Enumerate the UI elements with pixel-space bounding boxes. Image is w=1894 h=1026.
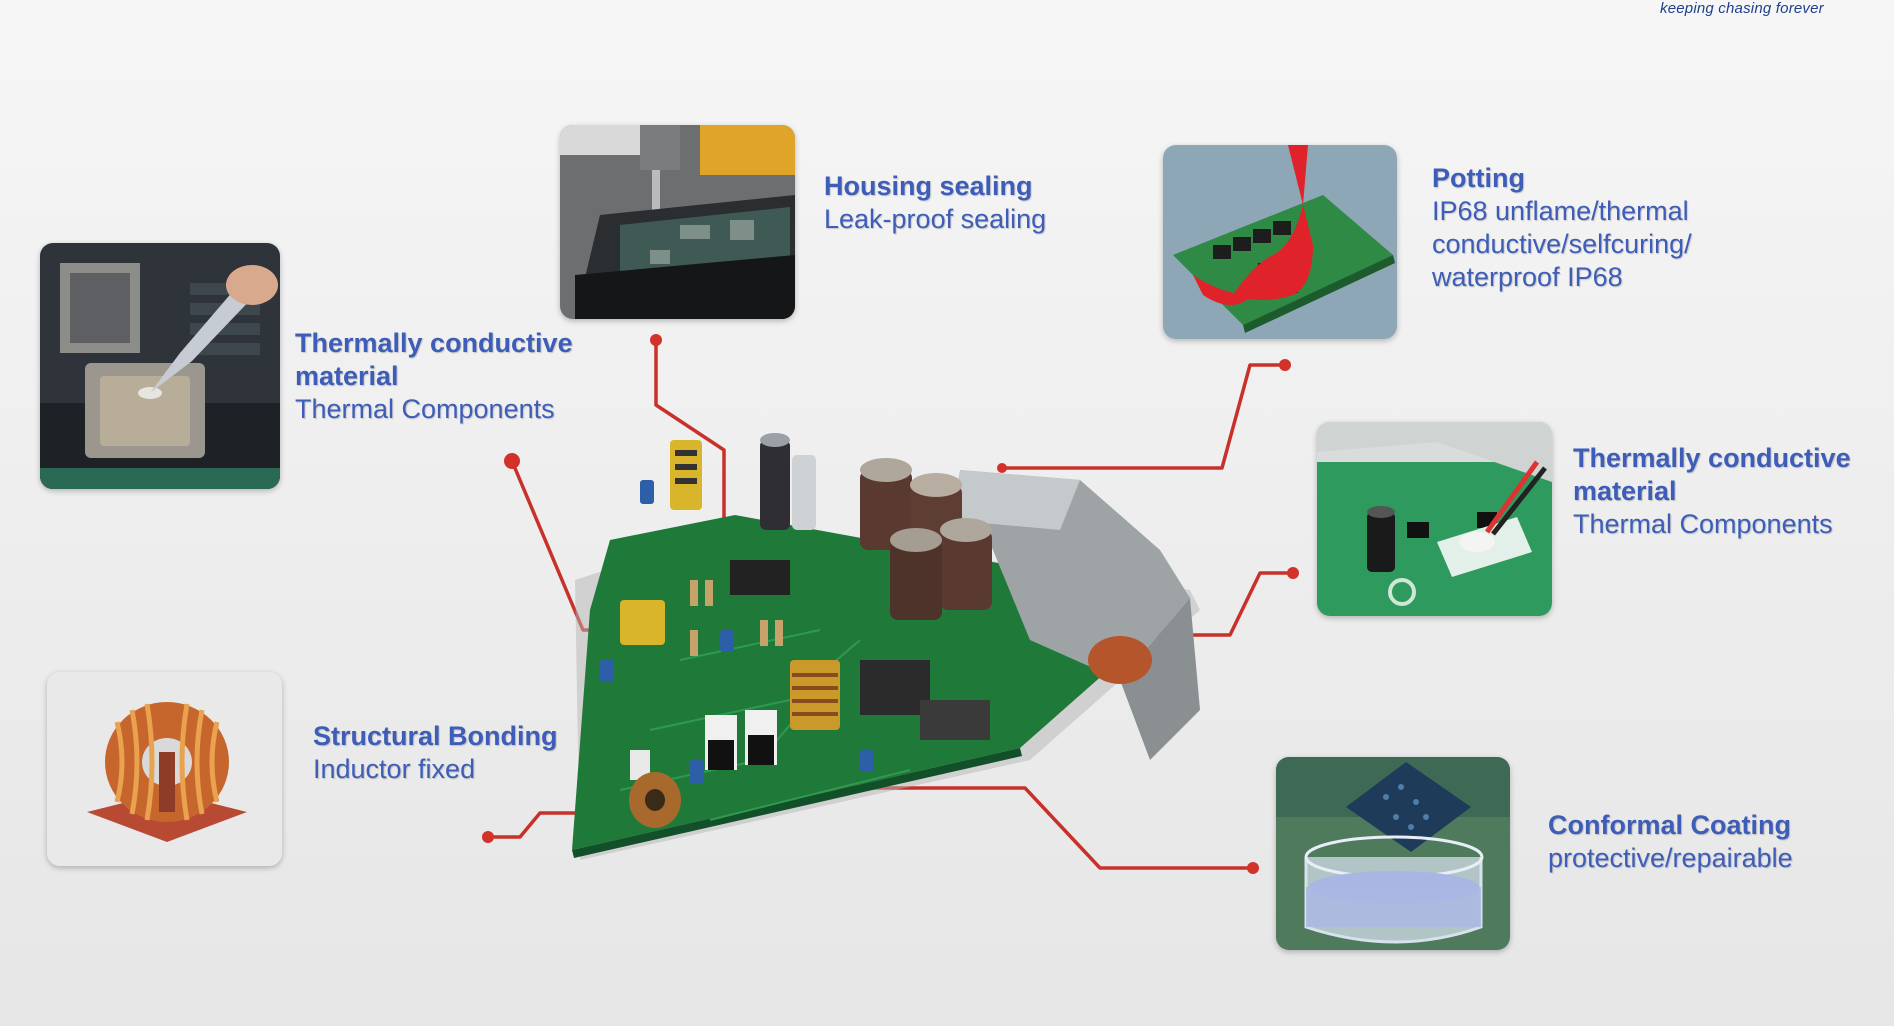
housing-sealing-subtitle: Leak-proof sealing: [824, 204, 1047, 234]
housing-dispensing-photo: [560, 125, 795, 319]
connector-dot: [482, 831, 494, 843]
conformal-coating-title: Conformal Coating: [1548, 810, 1791, 840]
connector-housing-sealing: [654, 338, 726, 547]
conformal-coating-label: Conformal Coating protective/repairable: [1548, 809, 1793, 875]
thermal-right-subtitle: Thermal Components: [1573, 509, 1833, 539]
connector-dot: [1279, 359, 1291, 371]
thermal-left-title-line-1: Thermally conductive: [295, 328, 573, 358]
potting-title: Potting: [1432, 163, 1525, 193]
thermal-paste-photo: [40, 243, 280, 489]
potting-subtitle-line-3: waterproof IP68: [1432, 262, 1623, 292]
thermal-right-label: Thermally conductive material Thermal Co…: [1573, 442, 1851, 541]
thermal-right-title-line-2: material: [1573, 476, 1677, 506]
power-supply-pcb-image: [572, 433, 1200, 860]
potting-subtitle-line-1: IP68 unflame/thermal: [1432, 196, 1689, 226]
tagline: keeping chasing forever: [1660, 0, 1824, 17]
conformal-coating-photo: [1276, 757, 1510, 950]
connector-dot: [504, 453, 520, 469]
thermal-right-title-line-1: Thermally conductive: [1573, 443, 1851, 473]
thermal-left-title-line-2: material: [295, 361, 399, 391]
structural-bonding-label: Structural Bonding Inductor fixed: [313, 720, 558, 786]
connector-dot: [997, 463, 1007, 473]
potting-photo: [1163, 145, 1397, 339]
connector-dot: [1247, 862, 1259, 874]
housing-sealing-title: Housing sealing: [824, 171, 1033, 201]
connector-potting: [1000, 363, 1287, 470]
thermal-left-subtitle: Thermal Components: [295, 394, 555, 424]
housing-sealing-label: Housing sealing Leak-proof sealing: [824, 170, 1046, 236]
potting-label: Potting IP68 unflame/thermal conductive/…: [1432, 162, 1692, 294]
structural-bonding-title: Structural Bonding: [313, 721, 558, 751]
inductor-photo: [47, 672, 282, 866]
structural-bonding-subtitle: Inductor fixed: [313, 754, 476, 784]
conformal-coating-subtitle: protective/repairable: [1548, 843, 1793, 873]
thermal-gel-photo: [1317, 422, 1552, 616]
potting-subtitle-line-2: conductive/selfcuring/: [1432, 229, 1692, 259]
connector-dot: [1287, 567, 1299, 579]
thermal-left-label: Thermally conductive material Thermal Co…: [295, 327, 573, 426]
connector-conformal-coating: [800, 786, 1255, 870]
connector-dot: [650, 334, 662, 346]
